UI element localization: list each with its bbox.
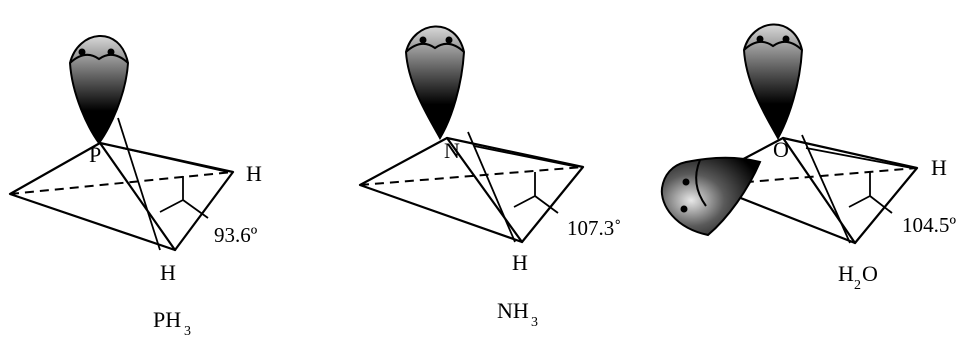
- h2o-side-lone-pair-lobe-icon: [660, 156, 762, 237]
- ph3-hydrogen-label-bottom: H: [160, 260, 176, 285]
- ph3-molecule: P H H 93.6º PH 3: [8, 35, 262, 339]
- h2o-molecule: O H 104.5º H 2 O: [660, 23, 956, 293]
- electron-dot-icon: [680, 205, 688, 213]
- h2o-formula-subscript: 2: [854, 278, 861, 293]
- h2o-upper-lone-pair-lobe-icon: [742, 23, 804, 141]
- h2o-formula-part-1: H: [838, 261, 854, 286]
- nh3-formula-subscript: 3: [531, 315, 538, 330]
- h2o-bond-angle-label: 104.5º: [902, 213, 956, 237]
- h2o-central-atom-label: O: [773, 137, 789, 162]
- h2o-formula-part-2: O: [862, 261, 878, 286]
- nh3-molecule: N H 107.3˚ NH 3: [358, 25, 621, 330]
- ph3-lone-pair-lobe-icon: [68, 35, 130, 145]
- h2o-formula: H 2 O: [838, 261, 878, 293]
- nh3-formula: NH 3: [497, 298, 538, 330]
- electron-dot-icon: [107, 48, 115, 56]
- nh3-tetrahedron: [358, 131, 585, 244]
- nh3-lone-pair-lobe-icon: [404, 25, 466, 141]
- h2o-hydrogen-label-right: H: [931, 155, 947, 180]
- ph3-formula-subscript: 3: [184, 324, 191, 339]
- nh3-central-atom-label: N: [444, 138, 460, 163]
- nh3-bond-angle-label: 107.3˚: [567, 216, 621, 240]
- electron-dot-icon: [419, 36, 427, 44]
- ph3-tetrahedron: [8, 117, 235, 252]
- electron-dot-icon: [445, 36, 453, 44]
- electron-dot-icon: [756, 35, 764, 43]
- electron-dot-icon: [682, 178, 690, 186]
- ph3-central-atom-label: P: [89, 142, 101, 167]
- ph3-formula: PH 3: [153, 307, 191, 339]
- ph3-hydrogen-label-right: H: [246, 161, 262, 186]
- electron-dot-icon: [78, 48, 86, 56]
- nh3-hydrogen-label-bottom: H: [512, 250, 528, 275]
- ph3-bond-angle-label: 93.6º: [214, 223, 258, 247]
- electron-dot-icon: [782, 35, 790, 43]
- nh3-formula-main: NH: [497, 298, 529, 323]
- ph3-formula-main: PH: [153, 307, 181, 332]
